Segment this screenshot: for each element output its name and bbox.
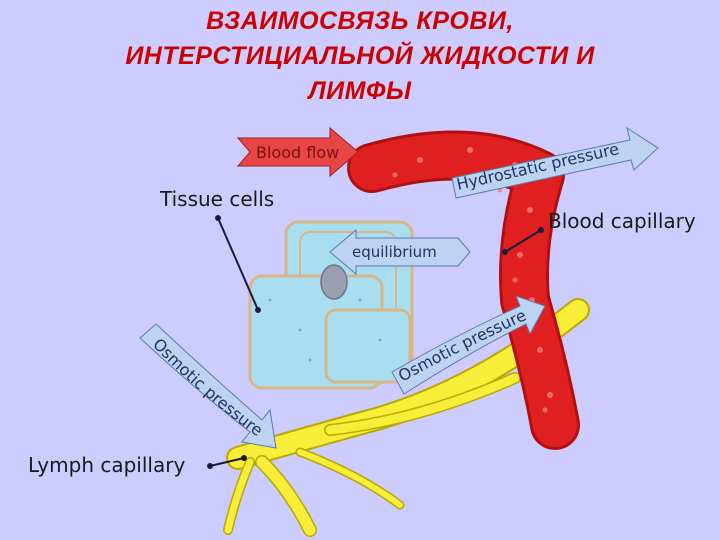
tissue-cells bbox=[248, 220, 414, 390]
tissue-cells-label: Tissue cells bbox=[159, 187, 274, 211]
tissue-cells-pointer bbox=[217, 217, 259, 311]
blood-capillary-pointer bbox=[504, 229, 542, 253]
blood-capillary-label: Blood capillary bbox=[548, 209, 696, 233]
lymph-capillary-label: Lymph capillary bbox=[28, 453, 185, 477]
equilibrium-label: equilibrium bbox=[352, 243, 437, 261]
title-line-1: ВЗАИМОСВЯЗЬ КРОВИ, bbox=[206, 7, 514, 35]
tissue-cells-callout: Tissue cells bbox=[159, 187, 274, 313]
blood-flow-arrow: Blood flow bbox=[236, 126, 359, 178]
title-line-3: ЛИМФЫ bbox=[308, 77, 412, 105]
lymph-capillary-callout: Lymph capillary bbox=[28, 453, 247, 477]
page-title: ВЗАИМОСВЯЗЬ КРОВИ, ИНТЕРСТИЦИАЛЬНОЙ ЖИДК… bbox=[0, 4, 720, 109]
lymph-capillary-pointer bbox=[209, 457, 245, 467]
cell-nucleus bbox=[320, 264, 348, 300]
equilibrium-arrow: equilibrium bbox=[329, 228, 471, 276]
blood-capillary-callout: Blood capillary bbox=[502, 209, 696, 255]
blood-capillary bbox=[347, 130, 580, 450]
title-line-2: ИНТЕРСТИЦИАЛЬНОЙ ЖИДКОСТИ И bbox=[125, 42, 595, 70]
blood-flow-label: Blood flow bbox=[256, 143, 339, 162]
